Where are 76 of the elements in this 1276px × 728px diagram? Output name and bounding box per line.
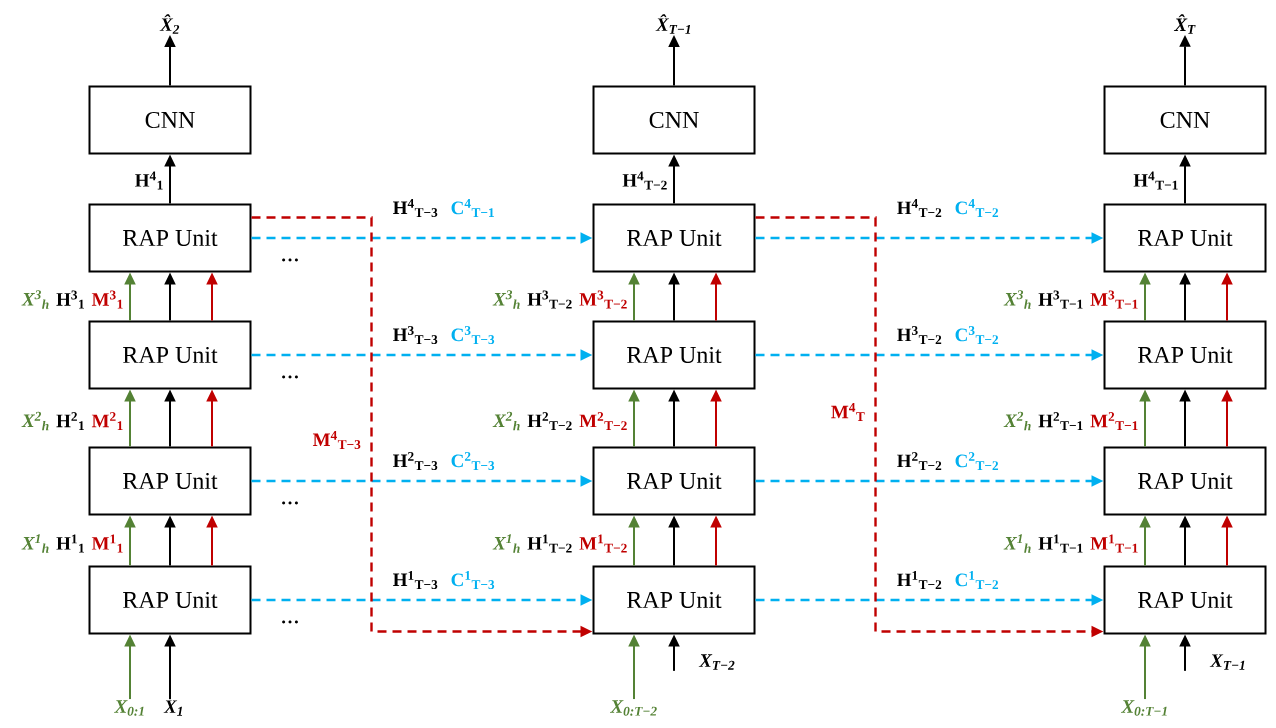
- rap-unit-box: RAP Unit: [592, 446, 756, 516]
- edge-label: H$^{4}$T−2: [622, 171, 667, 190]
- signal-label: X$^{2}$h: [1003, 411, 1031, 431]
- edge-label: H$^{3}$T−2: [897, 326, 942, 344]
- signal-label: M$^{3}$T−2: [579, 290, 627, 309]
- rap-unit-box: RAP Unit: [1103, 203, 1267, 273]
- input-label: X$_{T−2}$: [698, 654, 735, 670]
- signal-label: M$^{1}$T−1: [1090, 534, 1138, 553]
- rap-unit-box: RAP Unit: [592, 565, 756, 635]
- signal-label: M$^{1}$T−2: [579, 534, 627, 553]
- cnn-box: CNN: [1103, 85, 1267, 155]
- signal-label: H$^{1}$T−2: [527, 534, 572, 553]
- state-label: C$^{4}$T−1: [451, 199, 494, 217]
- edge-label: H$^{1}$T−3: [393, 571, 438, 589]
- signal-label: H$^{2}$T−1: [1038, 412, 1083, 430]
- edge-label: H$^{4}$1: [135, 171, 163, 190]
- signal-label: X$^{1}$h: [1003, 534, 1031, 553]
- edge-label: H$^{4}$T−2: [897, 199, 942, 217]
- signal-label: X$^{3}$h: [1003, 290, 1031, 309]
- output-label: X̂$_{2}$: [159, 14, 180, 34]
- ellipsis: …: [282, 375, 298, 379]
- input-label: X$_{0:1}$: [114, 700, 144, 716]
- edge-label: M$^{4}$T: [831, 403, 865, 421]
- signal-label: H$^{2}$1: [56, 412, 84, 430]
- signal-label: X$^{1}$h: [492, 534, 520, 553]
- edge-label: H$^{4}$T−3: [393, 199, 438, 217]
- signal-label: M$^{2}$T−1: [1090, 412, 1138, 430]
- output-label: X̂$_{T−1}$: [655, 14, 691, 34]
- cnn-box: CNN: [88, 85, 252, 155]
- state-label: C$^{3}$T−3: [451, 326, 495, 345]
- edge-label: H$^{2}$T−2: [897, 452, 942, 470]
- signal-label: H$^{3}$T−2: [527, 290, 572, 309]
- edge-label: H$^{1}$T−2: [897, 571, 942, 589]
- signal-label: M$^{3}$1: [91, 290, 123, 309]
- input-label: X$_{0:T−1}$: [1121, 700, 1167, 716]
- input-label: X$_{T−1}$: [1209, 654, 1245, 670]
- edge-label: M$^{4}$T−3: [312, 431, 361, 449]
- state-label: C$^{1}$T−2: [955, 571, 999, 589]
- signal-label: M$^{1}$1: [91, 534, 123, 553]
- signal-label: H$^{1}$1: [56, 534, 84, 553]
- edge-label: H$^{2}$T−3: [393, 452, 438, 471]
- signal-label: H$^{3}$1: [56, 290, 84, 309]
- signal-label: X$^{2}$h: [21, 411, 49, 431]
- signal-label: H$^{3}$T−1: [1038, 290, 1083, 309]
- rap-unit-box: RAP Unit: [88, 446, 252, 516]
- input-label: X$_{1}$: [163, 700, 183, 716]
- ellipsis: …: [282, 258, 298, 262]
- rap-unit-box: RAP Unit: [592, 203, 756, 273]
- rap-unit-box: RAP Unit: [1103, 446, 1267, 516]
- signal-label: X$^{2}$h: [492, 411, 520, 431]
- rap-unit-box: RAP Unit: [592, 320, 756, 390]
- output-label: X̂$_{T}$: [1173, 14, 1196, 34]
- state-label: C$^{1}$T−3: [451, 571, 495, 589]
- rap-unit-box: RAP Unit: [1103, 565, 1267, 635]
- signal-label: M$^{2}$1: [91, 412, 123, 430]
- state-label: C$^{3}$T−2: [955, 326, 999, 344]
- rap-unit-box: RAP Unit: [88, 203, 252, 273]
- ellipsis: …: [282, 501, 298, 505]
- rap-unit-box: RAP Unit: [88, 320, 252, 390]
- state-label: C$^{2}$T−2: [955, 452, 999, 470]
- input-label: X$_{0:T−2}$: [610, 700, 657, 716]
- signal-label: X$^{1}$h: [21, 534, 49, 553]
- edge-label: H$^{4}$T−1: [1133, 171, 1178, 190]
- rap-unit-box: RAP Unit: [88, 565, 252, 635]
- signal-label: M$^{3}$T−1: [1090, 290, 1138, 309]
- signal-label: X$^{3}$h: [492, 290, 520, 309]
- ellipsis: …: [282, 620, 298, 624]
- signal-label: H$^{1}$T−1: [1038, 534, 1083, 553]
- signal-label: X$^{3}$h: [21, 290, 49, 309]
- rap-unit-box: RAP Unit: [1103, 320, 1267, 390]
- signal-label: H$^{2}$T−2: [527, 412, 572, 430]
- signal-label: M$^{2}$T−2: [579, 412, 627, 430]
- state-label: C$^{4}$T−2: [955, 199, 999, 217]
- state-label: C$^{2}$T−3: [451, 452, 495, 471]
- cnn-box: CNN: [592, 85, 756, 155]
- edge-label: H$^{3}$T−3: [393, 326, 438, 345]
